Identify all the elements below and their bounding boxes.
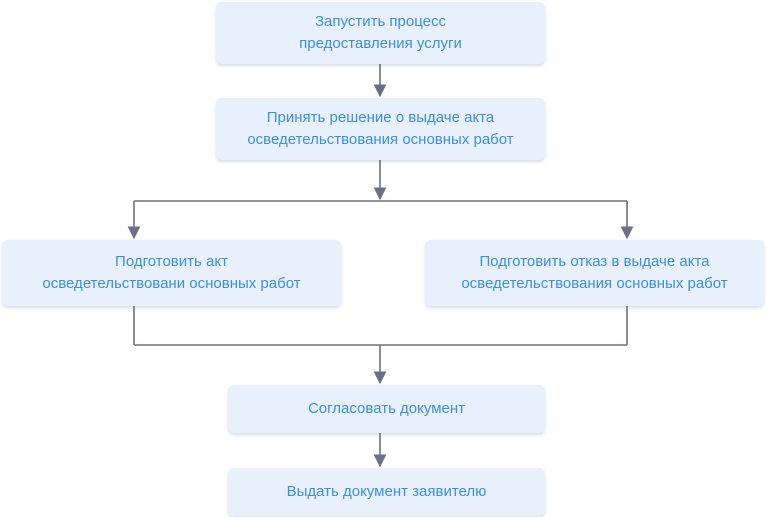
node-prepare-act-label: Подготовить акт осведетельствовани основ…	[42, 253, 301, 292]
node-approve-document-label: Согласовать документ	[307, 400, 466, 417]
node-prepare-refusal: Подготовить отказ в выдаче акта осведете…	[425, 240, 764, 306]
node-prepare-act: Подготовить акт осведетельствовани основ…	[2, 240, 341, 306]
node-decision-label: Принять решение о выдаче акта осведетель…	[247, 109, 514, 148]
node-issue-document: Выдать документ заявителю	[228, 468, 545, 516]
node-start-process-label: Запустить процесс предоставления услуги	[299, 13, 462, 52]
node-decision: Принять решение о выдаче акта осведетель…	[216, 98, 545, 160]
node-approve-document: Согласовать документ	[228, 385, 545, 433]
node-start-process: Запустить процесс предоставления услуги	[216, 2, 545, 64]
node-prepare-refusal-label: Подготовить отказ в выдаче акта осведете…	[461, 253, 728, 292]
node-issue-document-label: Выдать документ заявителю	[286, 483, 487, 500]
